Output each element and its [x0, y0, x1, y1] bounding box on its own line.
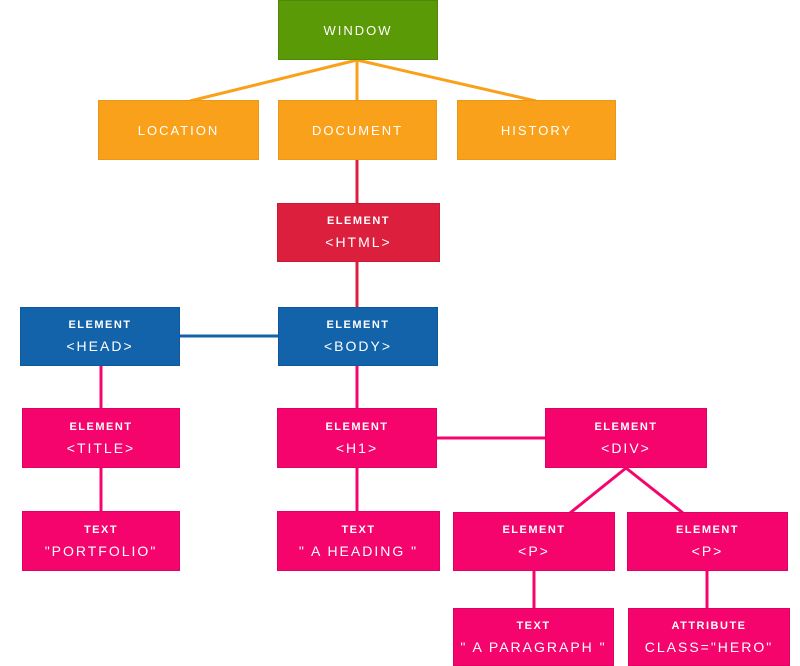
node-text-heading: TEXT " A HEADING "	[277, 511, 440, 571]
node-value-label: "PORTFOLIO"	[44, 542, 158, 559]
node-element-title: ELEMENT <TITLE>	[22, 408, 180, 468]
edge-window-history	[356, 58, 537, 103]
node-value-label: <H1>	[335, 439, 379, 456]
node-type-label: TEXT	[516, 619, 551, 632]
node-attribute-class-hero: ATTRIBUTE CLASS="HERO"	[628, 608, 790, 666]
node-value-label: <P>	[518, 543, 550, 559]
node-type-label: TEXT	[83, 523, 119, 536]
node-value-label: CLASS="HERO"	[644, 638, 774, 655]
node-history-label: HISTORY	[500, 122, 573, 138]
node-location: LOCATION	[98, 100, 259, 160]
node-window-label: WINDOW	[323, 22, 393, 38]
node-element-head: ELEMENT <HEAD>	[20, 307, 180, 366]
node-element-html: ELEMENT <HTML>	[277, 203, 440, 262]
edge-div-p1	[569, 466, 627, 515]
node-element-p-second: ELEMENT <P>	[627, 512, 788, 571]
node-type-label: ELEMENT	[325, 420, 389, 433]
node-text-portfolio: TEXT "PORTFOLIO"	[22, 511, 180, 571]
node-type-label: ELEMENT	[69, 420, 133, 433]
node-document: DOCUMENT	[278, 100, 437, 160]
node-value-label: <P>	[691, 543, 724, 559]
node-value-label: " A PARAGRAPH "	[460, 638, 607, 655]
node-document-label: DOCUMENT	[311, 122, 404, 138]
node-element-body: ELEMENT <BODY>	[278, 307, 438, 366]
node-element-h1: ELEMENT <H1>	[277, 408, 437, 468]
node-type-label: ELEMENT	[675, 524, 740, 536]
node-value-label: " A HEADING "	[298, 542, 419, 559]
node-history: HISTORY	[457, 100, 616, 160]
node-type-label: ELEMENT	[594, 420, 658, 433]
node-element-div: ELEMENT <DIV>	[545, 408, 707, 468]
node-type-label: ELEMENT	[326, 319, 390, 331]
node-type-label: ELEMENT	[326, 215, 391, 227]
node-window: WINDOW	[278, 0, 438, 60]
node-value-label: <TITLE>	[66, 439, 136, 456]
node-value-label: <BODY>	[323, 338, 393, 354]
node-type-label: ELEMENT	[502, 524, 566, 536]
edge-div-p2	[625, 466, 684, 515]
node-type-label: ELEMENT	[68, 319, 132, 331]
node-text-paragraph: TEXT " A PARAGRAPH "	[453, 608, 614, 666]
node-type-label: ATTRIBUTE	[671, 619, 747, 632]
node-value-label: <HEAD>	[66, 338, 134, 354]
edge-window-location	[189, 58, 358, 103]
node-element-p-first: ELEMENT <P>	[453, 512, 615, 571]
node-type-label: TEXT	[341, 523, 376, 536]
node-value-label: <DIV>	[601, 439, 651, 456]
node-location-label: LOCATION	[137, 122, 220, 138]
node-value-label: <HTML>	[325, 234, 392, 250]
